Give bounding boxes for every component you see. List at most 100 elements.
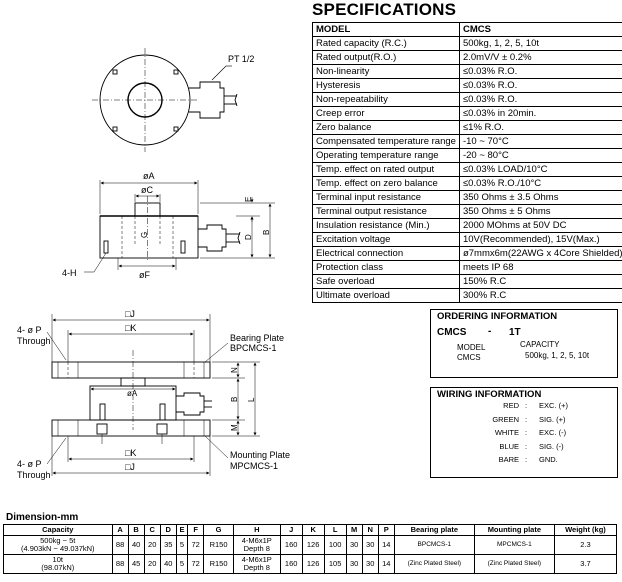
spec-param: Terminal output resistance <box>312 204 460 219</box>
dimension-cell: 14 <box>377 535 395 555</box>
dimension-cell: 160 <box>279 535 303 555</box>
wire-separator: : <box>525 414 528 424</box>
wire-separator: : <box>525 428 528 437</box>
spec-param: Temp. effect on zero balance <box>312 176 460 191</box>
spec-param: Electrical connection <box>312 246 460 261</box>
assembly-label-n: N <box>230 367 239 373</box>
spec-row: Temp. effect on zero balance≤0.03% R.O./… <box>312 176 622 191</box>
spec-param: Compensated temperature range <box>312 134 460 149</box>
bolt-hole <box>173 69 179 75</box>
dim-label-f: øF <box>139 270 150 280</box>
wiring-title: WIRING INFORMATION <box>437 389 542 400</box>
thread-depth: Depth 8 <box>243 544 270 553</box>
spec-row: Zero balance≤1% R.O. <box>312 120 622 135</box>
spec-param: Non-linearity <box>312 64 460 79</box>
spec-row: Hysteresis≤0.03% R.O. <box>312 78 622 93</box>
thread-depth: Depth 8 <box>243 563 270 572</box>
spec-row: Non-repeatability≤0.03% R.O. <box>312 92 622 107</box>
spec-value: 150% R.C <box>458 274 622 289</box>
dimension-cell: 30 <box>345 554 363 574</box>
wiring-information-box: WIRING INFORMATION RED:EXC. (+)GREEN:SIG… <box>430 387 618 478</box>
ordering-dash: - <box>488 326 492 337</box>
dimension-header-cell: P <box>377 524 395 536</box>
spec-param: Non-repeatability <box>312 92 460 107</box>
spec-row: Compensated temperature range-10 ~ 70°C <box>312 134 622 149</box>
side-view <box>84 180 275 273</box>
dimension-cell: 5 <box>175 554 189 574</box>
dimension-cell: R150 <box>203 535 234 555</box>
dimension-header-cell: Weight (kg) <box>553 524 618 536</box>
wire-signal: EXC. (+) <box>539 401 568 410</box>
dim-label-h: 4-H <box>62 268 77 278</box>
spec-param: Zero balance <box>312 120 460 135</box>
spec-value: ≤0.03% in 20min. <box>458 106 622 121</box>
dimension-header-cell: F <box>187 524 205 536</box>
dimension-cell: 45 <box>127 554 145 574</box>
specifications-table: MODEL CMCS Rated capacity (R.C.)500kg, 1… <box>312 22 622 303</box>
spec-param: Ultimate overload <box>312 288 460 303</box>
spec-param: Excitation voltage <box>312 232 460 247</box>
dimension-header-cell: D <box>159 524 177 536</box>
spec-value: ø7mmx6m(22AWG x 4Core Shielded) <box>458 246 622 261</box>
ordering-information-box: ORDERING INFORMATION CMCS - 1T MODEL CMC… <box>430 309 618 378</box>
spec-value: -20 ~ 80°C <box>458 148 622 163</box>
ordering-title: ORDERING INFORMATION <box>437 311 558 322</box>
spec-value: 300% R.C <box>458 288 622 303</box>
wire-color: BARE <box>498 455 519 464</box>
dimension-cell: 40 <box>127 535 145 555</box>
mounting-plate-code: MPCMCS-1 <box>230 461 278 471</box>
spec-row: Insulation resistance (Min.)2000 MOhms a… <box>312 218 622 233</box>
assembly-label-k-top: □K <box>125 323 136 333</box>
dimension-cell: 100 <box>323 535 347 555</box>
mounting-plate-label: Mounting Plate <box>230 450 290 460</box>
dimension-cell: 30 <box>361 554 379 574</box>
wire-separator: : <box>525 441 528 451</box>
dimension-cell: 160 <box>279 554 303 574</box>
spec-value: 2.0mV/V ± 0.2% <box>458 50 622 65</box>
capacity-value: 500kg ~ 5t <box>40 535 76 545</box>
spec-value: 500kg, 1, 2, 5, 10t <box>458 36 622 51</box>
dimension-header-cell: Capacity <box>3 524 113 536</box>
assembly-label-m: M <box>230 424 239 431</box>
spec-value: 2000 MOhms at 50V DC <box>458 218 622 233</box>
assembly-label-j-bottom: □J <box>125 462 135 472</box>
wire-signal: EXC. (-) <box>539 428 567 437</box>
ordering-model-value: CMCS <box>457 353 481 362</box>
assembly-view <box>46 314 260 476</box>
wire-color: GREEN <box>492 414 519 424</box>
spec-value: -10 ~ 70°C <box>458 134 622 149</box>
dimension-cell: 88 <box>111 535 129 555</box>
bearing-plate-cell: BPCMCS-1 <box>393 535 475 555</box>
dimension-cell: 72 <box>187 535 205 555</box>
dimension-cell: 126 <box>301 535 325 555</box>
spec-value: ≤1% R.O. <box>458 120 622 135</box>
dimension-header-cell: G <box>203 524 234 536</box>
spec-row: Non-linearity≤0.03% R.O. <box>312 64 622 79</box>
wire-color: BLUE <box>499 441 519 451</box>
spec-value: meets IP 68 <box>458 260 622 275</box>
spec-header-model: MODEL <box>312 22 460 37</box>
dimension-header-cell: C <box>143 524 161 536</box>
bearing-plate-cell: (Zinc Plated Steel) <box>393 554 475 574</box>
spec-header-row: MODEL CMCS <box>312 22 622 37</box>
spec-value: 10V(Recommended), 15V(Max.) <box>458 232 622 247</box>
wire-separator: : <box>525 401 528 410</box>
spec-param: Hysteresis <box>312 78 460 93</box>
spec-param: Rated output(R.O.) <box>312 50 460 65</box>
dimension-cell: 88 <box>111 554 129 574</box>
dimension-cell: R150 <box>203 554 234 574</box>
spec-param: Safe overload <box>312 274 460 289</box>
dim-label-g: G <box>140 232 149 238</box>
ordering-model-label: MODEL <box>457 343 486 352</box>
assembly-label-k-bottom: □K <box>125 448 136 458</box>
capacity-kn: (98.07kN) <box>41 563 75 572</box>
weight-cell: 2.3 <box>553 535 618 555</box>
mounting-plate-cell: MPCMCS-1 <box>473 535 555 555</box>
spec-row: Creep error≤0.03% in 20min. <box>312 106 622 121</box>
